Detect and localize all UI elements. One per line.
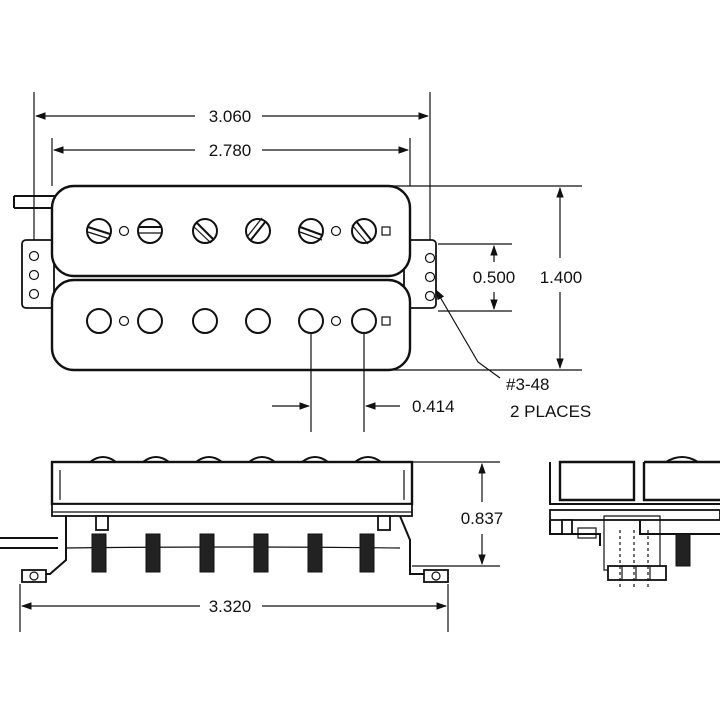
slug-pole (245, 308, 271, 334)
screw-coil-bobbin (50, 184, 412, 278)
pole-tops (89, 456, 382, 463)
screw-pole (245, 217, 271, 244)
baseplate-legs (22, 515, 440, 575)
dim-total-height (388, 185, 582, 371)
dim-pole-spacing (272, 333, 400, 432)
pole-hole (330, 225, 342, 237)
dim-pole-spacing-label: 0.414 (412, 397, 455, 416)
slug-pole (192, 308, 218, 334)
screw-pole (137, 218, 163, 244)
dim-base-length (19, 584, 449, 632)
slug-pole (137, 308, 163, 334)
screw-pole (351, 218, 377, 245)
screw-pole (298, 218, 324, 244)
screw-poles (86, 217, 391, 245)
polarity-mark (381, 226, 391, 236)
mount-screw-leader (435, 289, 501, 379)
pickup-body (50, 460, 414, 506)
front-lead-wire (0, 537, 58, 549)
mount-screw-note-line1: #3-48 (506, 375, 549, 394)
slug-coil-bobbin (50, 278, 412, 372)
left-mounting-ear (21, 239, 55, 309)
dim-coil-width-label: 2.780 (209, 141, 252, 160)
threaded-poles (91, 533, 375, 573)
dim-depth (412, 461, 500, 567)
screw-pole (192, 218, 218, 244)
side-view (549, 456, 720, 590)
screw-pole (86, 218, 112, 244)
slug-poles (86, 308, 391, 334)
front-view: 0.837 3.320 (0, 456, 504, 632)
dim-base-length-label: 3.320 (209, 597, 252, 616)
pole-hole (330, 315, 342, 327)
pole-hole (118, 225, 130, 237)
pole-hole (118, 315, 130, 327)
baseplate (51, 503, 413, 517)
dim-coil-width (51, 138, 411, 186)
top-view: 3.060 2.780 1.400 0.500 #3-48 2 PLACE (13, 92, 591, 432)
right-mounting-ear (403, 239, 437, 309)
dim-mount-spacing (438, 243, 512, 312)
slug-pole (86, 308, 112, 334)
mount-screw-note-line2: 2 PLACES (510, 402, 591, 421)
dim-depth-label: 0.837 (461, 509, 504, 528)
dim-overall-width (33, 92, 431, 240)
polarity-mark (381, 316, 391, 326)
dim-mount-spacing-label: 0.500 (473, 268, 516, 287)
right-foot (423, 569, 449, 583)
dim-overall-width-label: 3.060 (209, 107, 252, 126)
dim-total-height-label: 1.400 (540, 268, 583, 287)
left-foot (21, 569, 47, 583)
